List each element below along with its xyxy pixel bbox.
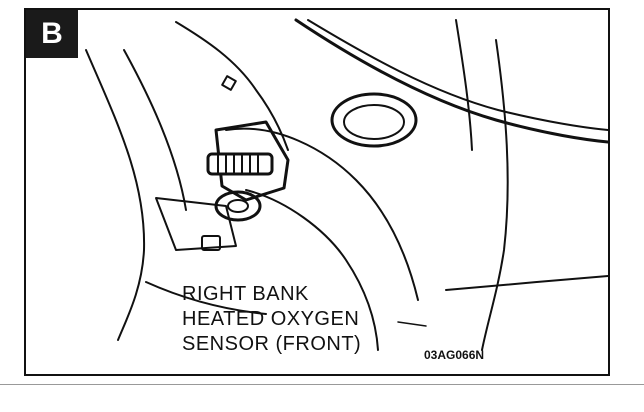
hose-line (294, 18, 608, 144)
figure-frame: B RIGHT BANK HEATED OXYGEN SENSOR (FRONT… (24, 8, 610, 376)
right-panel-edge (481, 39, 509, 351)
round-opening-inner (343, 104, 405, 140)
bolt-head (201, 235, 221, 251)
sensor-bracket (214, 120, 290, 202)
leader-line (397, 321, 427, 327)
callout-caption: RIGHT BANK HEATED OXYGEN SENSOR (FRONT) (182, 282, 361, 357)
caption-line-3: SENSOR (FRONT) (182, 333, 362, 355)
upper-panel-edge (175, 21, 289, 151)
harness-clip-hole (227, 199, 249, 213)
exhaust-pipe-outline-2 (245, 189, 379, 351)
exhaust-pipe-outline (225, 127, 419, 301)
round-opening (330, 92, 418, 148)
figure-code: 03AG066N (424, 348, 485, 362)
lower-bracket (155, 197, 237, 251)
right-panel-edge-2 (455, 19, 473, 151)
panel-label-badge: B (26, 10, 78, 58)
sensor-body (206, 152, 274, 176)
harness-clip-ring (214, 190, 262, 222)
sensor-threads (217, 153, 259, 175)
caption-line-2: HEATED OXYGEN (182, 308, 360, 330)
small-nut (221, 75, 237, 91)
floor-line-2 (145, 281, 267, 315)
floor-line (445, 275, 608, 291)
hose-line-inner (307, 19, 608, 131)
engine-bay-illustration (85, 18, 608, 351)
left-body-contour (85, 49, 146, 341)
page-divider (0, 384, 644, 385)
caption-line-1: RIGHT BANK (182, 283, 309, 305)
left-inner-contour (123, 49, 187, 211)
